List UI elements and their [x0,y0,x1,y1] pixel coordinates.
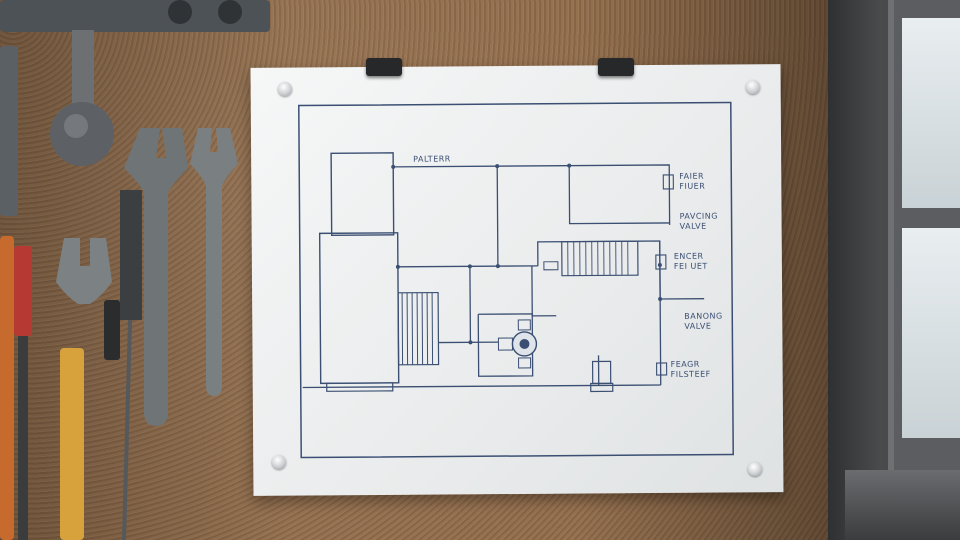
label-valve1: PAVCING VALVE [680,212,722,231]
circulation-pump [497,319,538,369]
heat-exchanger-coil [397,291,440,366]
label-valve2: BANONG VALVE [684,312,726,331]
binder-clip-right [598,58,634,76]
drawing-border [298,101,734,459]
bracket-hole-2 [218,0,242,24]
label-heater: FAIER FIUER [679,172,707,191]
wrench-open [56,238,112,304]
pipe-network [302,164,705,389]
window-pane-lower [902,228,960,438]
pushpin-bottom-right [748,462,762,476]
pipe-junctions [391,163,663,345]
black-screwdriver [104,300,120,360]
bolt-highlight [64,114,88,138]
orange-handle [0,236,14,540]
window-sill [845,470,960,540]
tools-group [0,0,270,540]
boiler-body [318,232,400,385]
wall-bracket [0,0,270,32]
filter-unit [590,360,614,393]
bracket-hole-1 [168,0,192,24]
red-screwdriver [14,246,32,336]
window-frame [888,0,960,470]
schematic-paper: PALTERR FAIER FIUER PAVCING VALVE ENCER … [250,64,784,496]
radiator [543,240,639,277]
window-pane-upper [902,18,960,208]
schematic-drawing: PALTERR FAIER FIUER PAVCING VALVE ENCER … [298,101,734,459]
label-sensor: ENCER FEI UET [674,252,708,271]
pushpin-top-right [746,80,760,94]
binder-clip-left [366,58,402,76]
label-filter: FEAGR FILSTEEF [671,360,711,379]
yellow-handle [60,348,84,540]
valve-symbols [655,174,674,376]
pushpin-top-left [278,82,292,96]
boiler-tank [330,152,395,236]
bolt-shaft [72,30,94,112]
spring-tool [120,190,142,320]
side-bracket [0,46,18,216]
wrench-large [124,128,188,426]
pushpin-bottom-left [272,455,286,469]
label-top: PALTERR [413,154,451,163]
wrench-medium [190,128,238,396]
